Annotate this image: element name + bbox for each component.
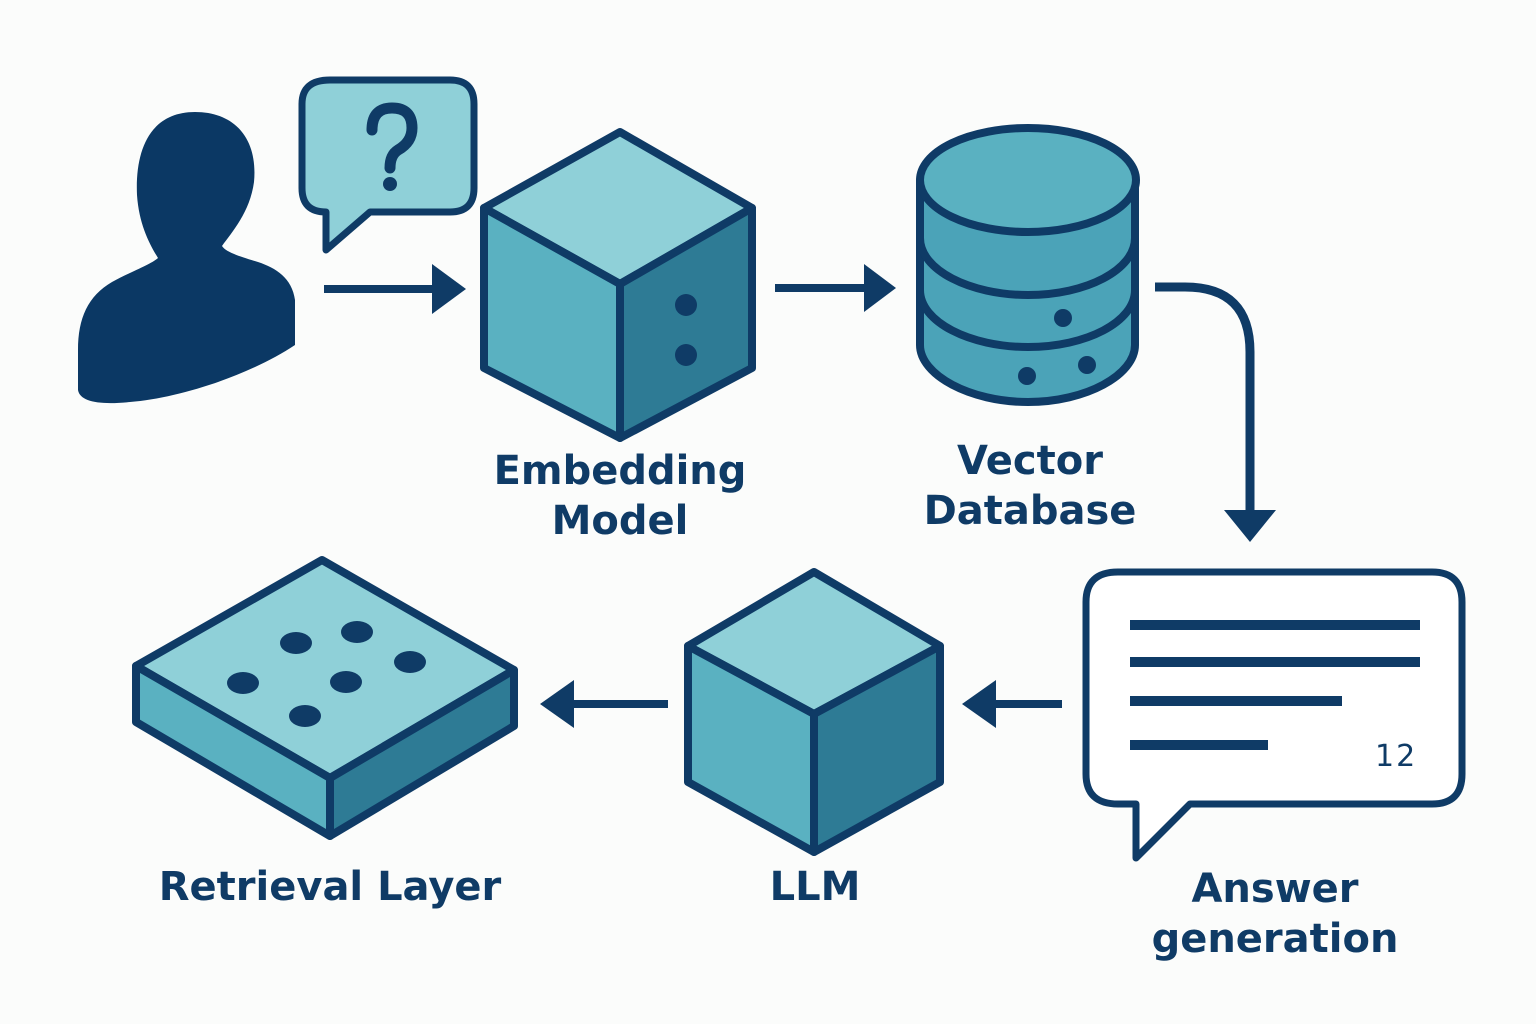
vector-database-label: Vector Database xyxy=(923,438,1137,534)
arrow-icon xyxy=(1155,282,1276,542)
arrow-icon xyxy=(324,264,466,314)
embedding-model-label: Embedding Model xyxy=(493,448,747,544)
user-icon xyxy=(78,112,295,404)
answer-bubble-icon: 12 xyxy=(1082,568,1466,862)
answer-generation-label: Answer generation xyxy=(1151,866,1399,962)
retrieval-slab-icon xyxy=(132,556,518,840)
llm-cube-icon xyxy=(684,568,944,856)
arrow-icon xyxy=(775,264,896,312)
arrow-icon xyxy=(540,680,668,728)
llm-label: LLM xyxy=(769,864,861,910)
answer-page-number: 12 xyxy=(1375,739,1417,774)
database-icon xyxy=(916,124,1140,406)
question-bubble-icon xyxy=(298,76,478,254)
arrow-icon xyxy=(962,680,1062,728)
embedding-model-cube-icon xyxy=(480,128,756,442)
retrieval-layer-label: Retrieval Layer xyxy=(158,864,502,910)
